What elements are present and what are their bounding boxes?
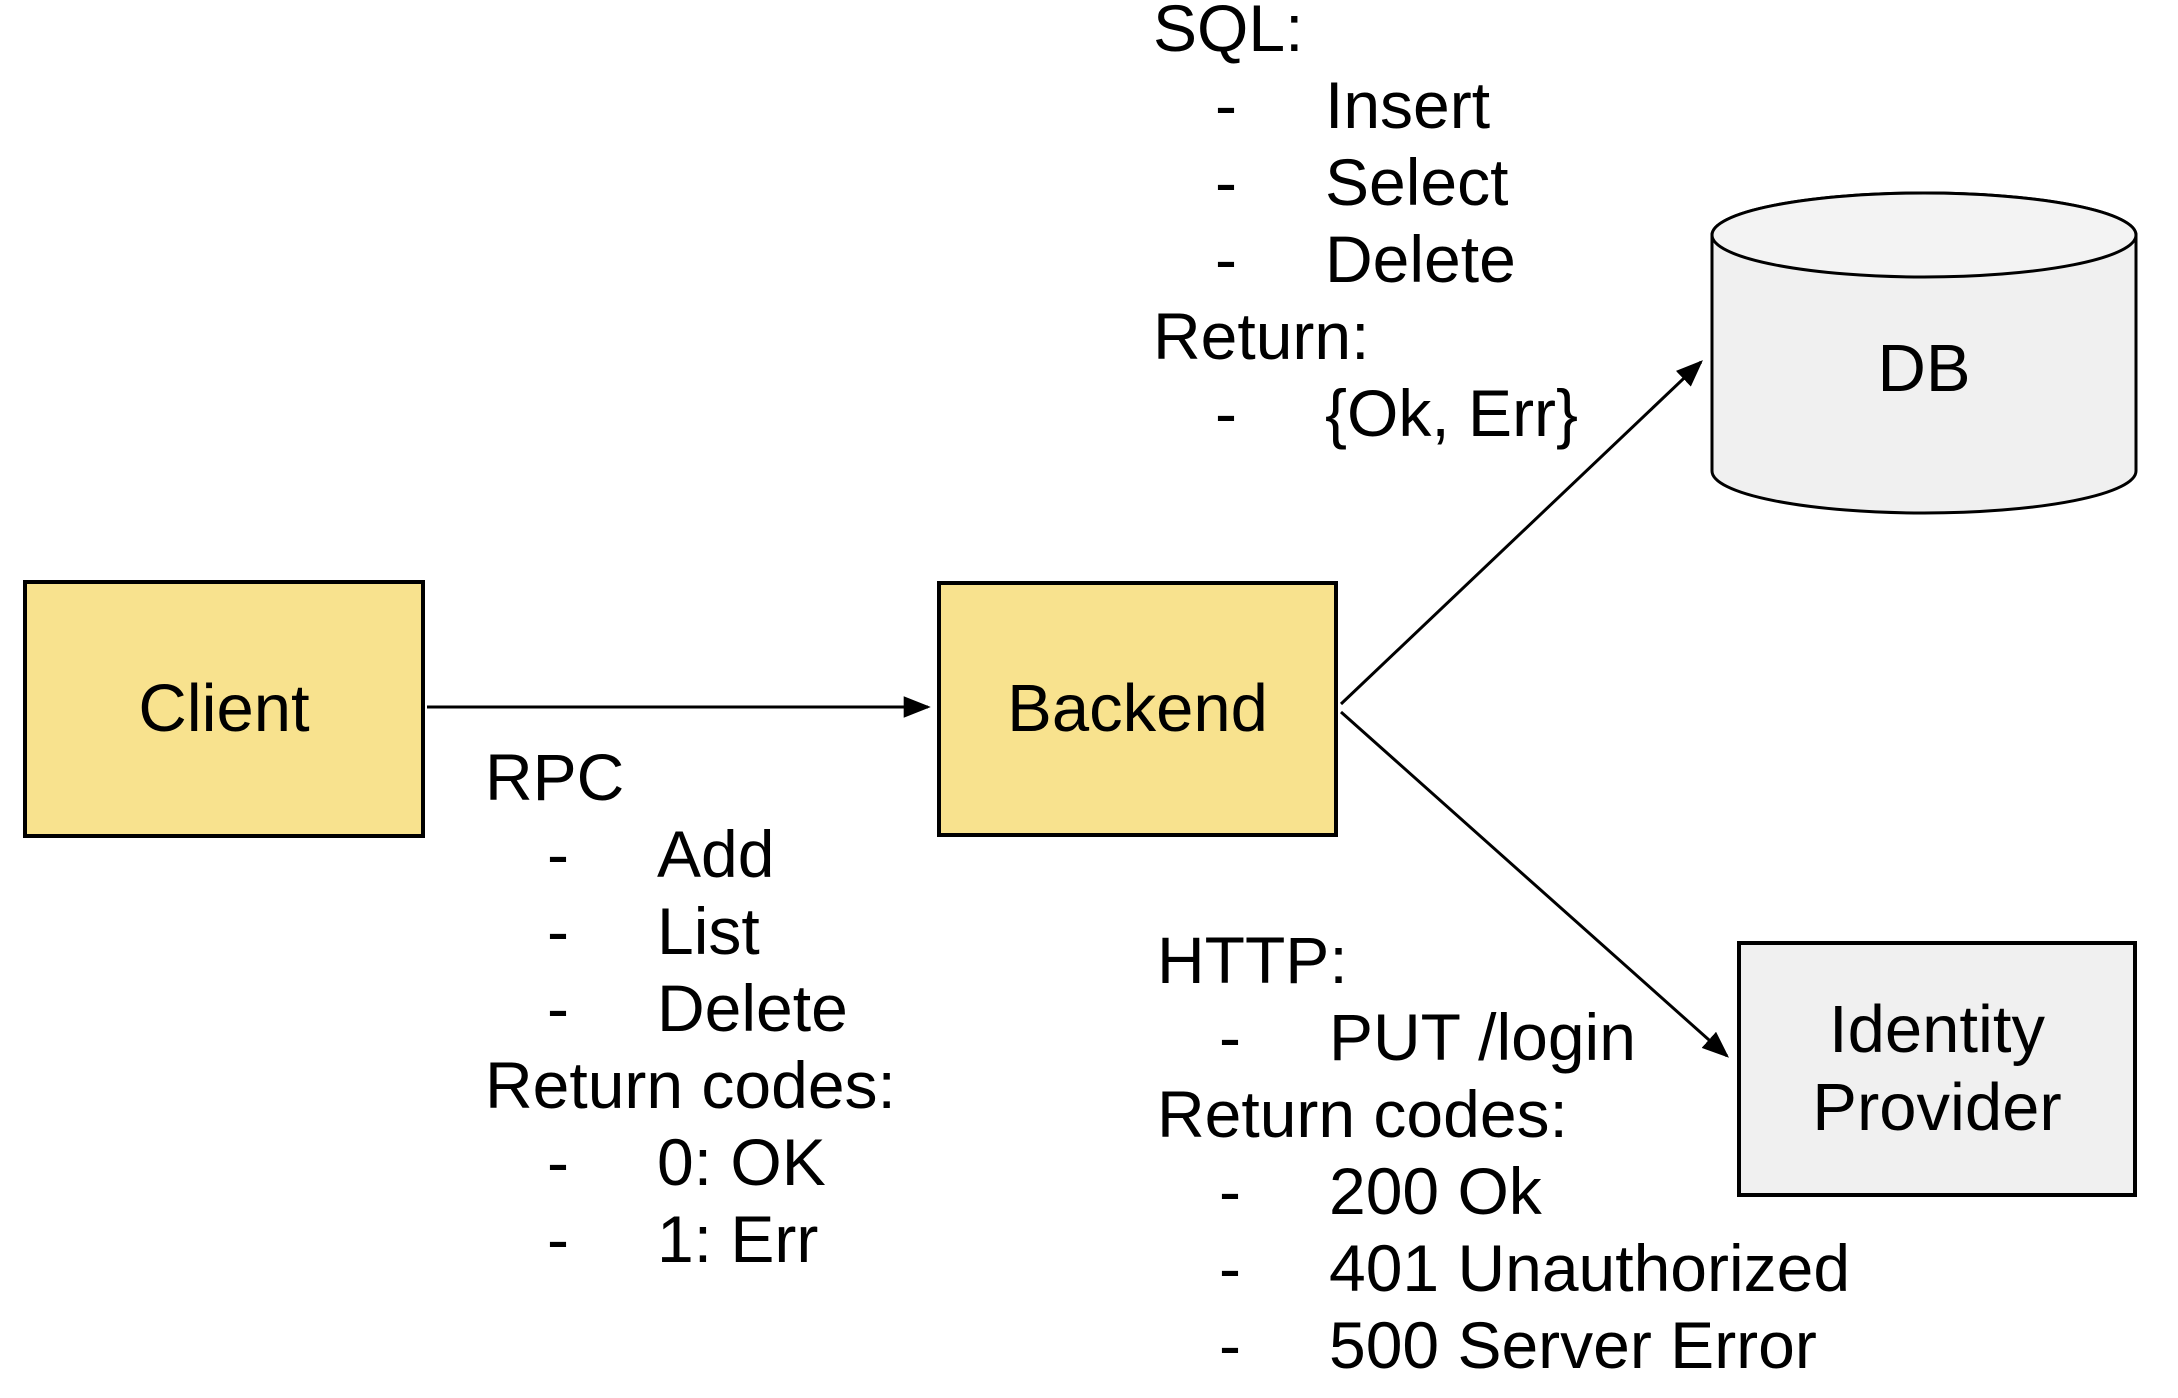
sql-list-item: -Delete bbox=[1215, 222, 1516, 296]
bullet-dash: - bbox=[1219, 1000, 1241, 1074]
rpc-list-item: -List bbox=[547, 894, 760, 968]
arrow-backend-to-identity-provider bbox=[1340, 710, 1730, 1058]
sql-list-item: -Insert bbox=[1215, 68, 1491, 142]
identity-provider-label-line1: Identity bbox=[1828, 992, 2045, 1067]
rpc-list-item: -1: Err bbox=[547, 1202, 819, 1276]
db-cylinder bbox=[1710, 191, 2138, 515]
backend-node: Backend bbox=[937, 581, 1338, 837]
sql-list-item: -Select bbox=[1215, 145, 1509, 219]
bullet-dash: - bbox=[1219, 1231, 1241, 1305]
bullet-dash: - bbox=[547, 894, 569, 968]
rpc-list-item: -Delete bbox=[547, 971, 848, 1045]
sql-annotation-block: SQL: -Insert -Select -Delete Return: -{O… bbox=[1153, 0, 1578, 452]
sql-heading: SQL: bbox=[1153, 0, 1304, 65]
bullet-dash: - bbox=[547, 971, 569, 1045]
rpc-annotation-block: RPC -Add -List -Delete Return codes: -0:… bbox=[485, 739, 896, 1278]
arrow-backend-to-db bbox=[1339, 360, 1703, 706]
http-heading: HTTP: bbox=[1157, 923, 1348, 997]
bullet-dash: - bbox=[1215, 376, 1237, 450]
http-list-item: -200 Ok bbox=[1219, 1154, 1542, 1228]
http-annotation-block: HTTP: -PUT /login Return codes: -200 Ok … bbox=[1157, 922, 1850, 1384]
bullet-dash: - bbox=[547, 1125, 569, 1199]
bullet-dash: - bbox=[1215, 145, 1237, 219]
bullet-dash: - bbox=[1215, 68, 1237, 142]
bullet-dash: - bbox=[1219, 1154, 1241, 1228]
bullet-dash: - bbox=[1215, 222, 1237, 296]
http-list-item: -401 Unauthorized bbox=[1219, 1231, 1851, 1305]
sql-list-item: -{Ok, Err} bbox=[1215, 376, 1579, 450]
rpc-return-heading: Return codes: bbox=[485, 1048, 896, 1122]
client-node-label: Client bbox=[138, 671, 310, 746]
db-node-label: DB bbox=[1877, 331, 1971, 406]
http-return-heading: Return codes: bbox=[1157, 1077, 1568, 1151]
db-cylinder-shape bbox=[1710, 191, 2138, 515]
http-list-item: -500 Server Error bbox=[1219, 1308, 1817, 1382]
bullet-dash: - bbox=[1219, 1308, 1241, 1382]
http-list-item: -PUT /login bbox=[1219, 1000, 1636, 1074]
rpc-list-item: -0: OK bbox=[547, 1125, 826, 1199]
bullet-dash: - bbox=[547, 1202, 569, 1276]
identity-provider-node: Identity Provider bbox=[1737, 941, 2137, 1197]
rpc-heading: RPC bbox=[485, 740, 625, 814]
identity-provider-label-line2: Provider bbox=[1812, 1070, 2062, 1145]
bullet-dash: - bbox=[547, 817, 569, 891]
client-node: Client bbox=[23, 580, 425, 838]
rpc-list-item: -Add bbox=[547, 817, 775, 891]
backend-node-label: Backend bbox=[1007, 671, 1268, 746]
sql-return-heading: Return: bbox=[1153, 299, 1370, 373]
